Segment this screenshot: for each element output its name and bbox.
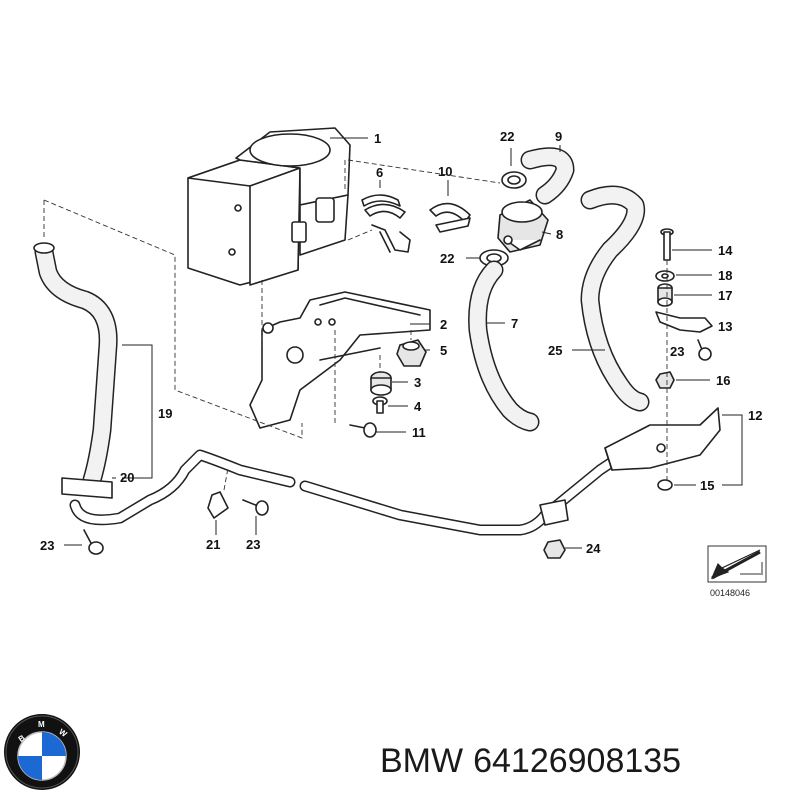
hose-9 [520, 147, 575, 205]
callout-20: 20 [120, 470, 134, 485]
callout-6: 6 [376, 165, 383, 180]
hose-25 [580, 185, 650, 412]
flange-20 [61, 477, 113, 499]
screw-23-left [83, 529, 104, 555]
callout-13: 13 [718, 319, 732, 334]
rubber-buffer-5 [396, 339, 427, 367]
callout-22-upper: 22 [500, 129, 514, 144]
washer-15 [657, 479, 673, 491]
rubber-mount-3 [370, 371, 392, 396]
mounting-bracket [249, 291, 431, 429]
callout-17: 17 [718, 288, 732, 303]
callout-10: 10 [438, 164, 452, 179]
callout-11: 11 [412, 425, 426, 440]
leader-lines [64, 137, 743, 549]
callout-3: 3 [414, 375, 421, 390]
callout-23-left: 23 [40, 538, 54, 553]
callout-24: 24 [586, 541, 601, 556]
hose-19 [33, 242, 118, 490]
screw-4 [372, 396, 388, 414]
callout-4: 4 [414, 399, 422, 414]
assembly-lines [43, 159, 668, 491]
callout-14: 14 [718, 243, 733, 258]
bmw-logo: B M W [4, 714, 80, 790]
screw-23-middle [242, 499, 269, 516]
callout-5: 5 [440, 343, 447, 358]
spacer-17 [657, 283, 673, 307]
clamp-6 [361, 194, 411, 253]
callout-1: 1 [374, 131, 381, 146]
callout-23-middle: 23 [246, 537, 260, 552]
nut-24 [543, 539, 566, 559]
diagram-reference-number: 00148046 [710, 588, 750, 598]
callout-12: 12 [748, 408, 762, 423]
pipe-clip-21 [207, 491, 229, 519]
callout-16: 16 [716, 373, 730, 388]
callout-7: 7 [511, 316, 518, 331]
part-number: 64126908135 [473, 742, 682, 780]
callout-23-right: 23 [670, 344, 684, 359]
callout-9: 9 [555, 129, 562, 144]
nut-16 [655, 371, 675, 389]
holder-13 [655, 311, 713, 333]
callout-8: 8 [556, 227, 563, 242]
orientation-box [707, 545, 767, 583]
svg-text:B: B [17, 733, 27, 744]
screw-23-right [697, 339, 712, 361]
callout-15: 15 [700, 478, 714, 493]
auxiliary-heater-unit [187, 127, 351, 286]
circulation-pump-8 [497, 199, 549, 253]
svg-text:W: W [57, 727, 69, 739]
clamp-10 [429, 202, 471, 233]
hose-7 [468, 260, 540, 432]
svg-text:M: M [38, 720, 45, 729]
callout-21: 21 [206, 537, 220, 552]
callout-2: 2 [440, 317, 447, 332]
exhaust-pipe [69, 449, 621, 536]
callout-19: 19 [158, 406, 172, 421]
brand-name: BMW [380, 742, 464, 780]
callout-labels: 1 2 3 4 5 6 7 8 9 10 11 12 13 14 15 16 1… [40, 129, 762, 556]
callout-25: 25 [548, 343, 562, 358]
callout-18: 18 [718, 268, 732, 283]
washer-18 [655, 270, 675, 282]
hose-clamp-22-upper [501, 171, 527, 189]
screw-11 [349, 422, 377, 438]
callout-22-lower: 22 [440, 251, 454, 266]
silencer-12 [604, 407, 721, 471]
bolt-14 [660, 228, 674, 261]
